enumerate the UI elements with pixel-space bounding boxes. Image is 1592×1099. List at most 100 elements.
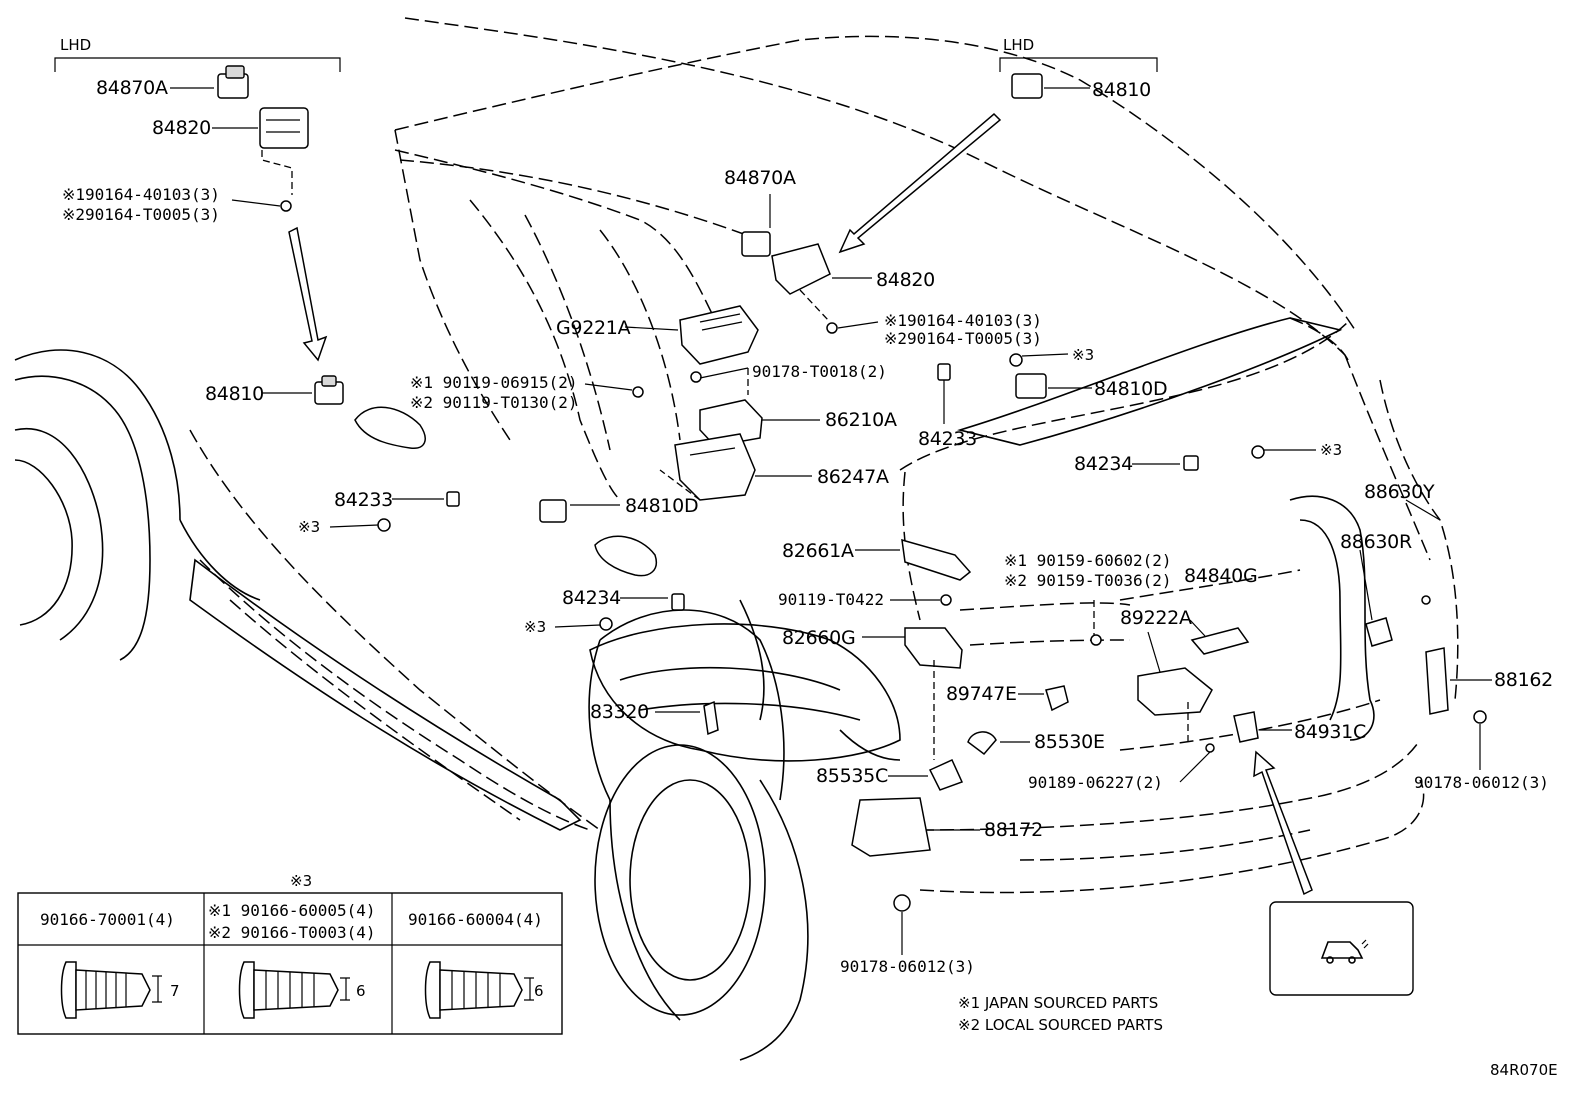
part-84233-right[interactable] <box>937 363 951 381</box>
part-84234-right[interactable] <box>1183 455 1199 471</box>
arrow-to-switch <box>838 112 1002 254</box>
fastener-table: ※3 90166-70001(4) ※1 90166-60005(4) ※2 9… <box>17 872 563 1035</box>
label-84820-mid[interactable]: 84820 <box>876 269 935 291</box>
fastener-3-dim: 6 <box>534 982 544 1000</box>
part-84810D-left[interactable] <box>539 499 567 523</box>
fastener-header-4: 90166-60004(4) <box>408 910 543 929</box>
label-82660G[interactable]: 82660G <box>782 627 856 649</box>
label-84931C[interactable]: 84931C <box>1294 721 1366 743</box>
part-84840G[interactable] <box>1190 627 1250 655</box>
label-90189-06227[interactable]: 90189-06227(2) <box>1028 773 1163 792</box>
label-88162[interactable]: 88162 <box>1494 669 1553 691</box>
part-84820-left[interactable] <box>259 107 309 195</box>
legend: ※1 JAPAN SOURCED PARTS ※2 LOCAL SOURCED … <box>958 994 1163 1034</box>
figure-id: 84R070E <box>1490 1061 1558 1079</box>
part-90178-T0018[interactable] <box>690 371 702 383</box>
part-84820-mid[interactable] <box>771 243 831 321</box>
label-88630R[interactable]: 88630R <box>1340 531 1412 553</box>
part-86210A[interactable] <box>699 399 763 447</box>
part-89747E[interactable] <box>1045 685 1069 712</box>
screw-x3-c[interactable] <box>1009 353 1023 367</box>
label-84820-left[interactable]: 84820 <box>152 117 211 139</box>
label-85530E[interactable]: 85530E <box>1034 731 1105 753</box>
vehicle-body <box>14 17 1459 1061</box>
part-90159-grommet[interactable] <box>1090 634 1102 646</box>
label-84234-right[interactable]: 84234 <box>1074 453 1133 475</box>
part-85530E[interactable] <box>967 731 997 756</box>
part-84931C[interactable] <box>1233 711 1259 743</box>
part-84810-left[interactable] <box>314 375 344 405</box>
fastener-table-title: ※3 <box>290 872 312 890</box>
label-90119-T0130[interactable]: ※2 90119-T0130(2) <box>410 393 578 412</box>
fastener-1-dim: 7 <box>170 982 180 1000</box>
label-90119-T0422[interactable]: 90119-T0422 <box>778 590 884 609</box>
part-90119-06915[interactable] <box>632 386 644 398</box>
vehicle-view-box[interactable] <box>1269 901 1414 996</box>
part-86247A[interactable] <box>674 433 756 501</box>
part-88172[interactable] <box>851 797 931 857</box>
part-82660G[interactable] <box>904 627 963 669</box>
label-90119-06915[interactable]: ※1 90119-06915(2) <box>410 373 578 392</box>
part-82661A[interactable] <box>901 538 972 581</box>
fastener-header-1: 90166-70001(4) <box>40 910 175 929</box>
part-88162[interactable] <box>1425 647 1449 715</box>
screw-left-top[interactable] <box>280 200 292 212</box>
label-85535C[interactable]: 85535C <box>816 765 888 787</box>
label-90178-06012-right[interactable]: 90178-06012(3) <box>1414 773 1549 792</box>
fastener-2-icon: 6 <box>238 961 366 1019</box>
label-G9221A[interactable]: G9221A <box>556 317 631 339</box>
label-x3-c: ※3 <box>1072 346 1094 364</box>
label-88172[interactable]: 88172 <box>984 819 1043 841</box>
part-84234-left[interactable] <box>599 593 685 631</box>
part-84810D-right[interactable] <box>1015 373 1047 399</box>
arrow-up-right <box>1253 750 1313 896</box>
label-82661A[interactable]: 82661A <box>782 540 854 562</box>
label-86247A[interactable]: 86247A <box>817 466 889 488</box>
label-90159-T0036[interactable]: ※2 90159-T0036(2) <box>1004 571 1172 590</box>
label-86210A[interactable]: 86210A <box>825 409 897 431</box>
screw-mid[interactable] <box>826 322 838 334</box>
label-84810-right[interactable]: 84810 <box>1092 79 1151 101</box>
direction-arrows <box>288 112 1313 896</box>
label-88630Y[interactable]: 88630Y <box>1364 481 1435 503</box>
label-note1-a[interactable]: ※190164-40103(3) <box>62 185 220 204</box>
label-84233-right[interactable]: 84233 <box>918 428 977 450</box>
part-89222A[interactable] <box>1137 667 1213 716</box>
part-85535C[interactable] <box>928 759 964 791</box>
lhd-left-label: LHD <box>60 36 91 54</box>
label-84810D-left[interactable]: 84810D <box>625 495 699 517</box>
fastener-3-icon: 6 <box>424 961 544 1019</box>
label-note1-b[interactable]: ※190164-40103(3) <box>884 311 1042 330</box>
part-G9221A[interactable] <box>679 305 759 365</box>
label-89222A[interactable]: 89222A <box>1120 607 1192 629</box>
leader-lines <box>170 87 1492 955</box>
label-84810-left[interactable]: 84810 <box>205 383 264 405</box>
part-84870A-mid[interactable] <box>741 231 771 257</box>
label-90159-60602[interactable]: ※1 90159-60602(2) <box>1004 551 1172 570</box>
label-84233-left[interactable]: 84233 <box>334 489 393 511</box>
part-83320[interactable] <box>703 700 719 736</box>
label-90178-06012-bottom[interactable]: 90178-06012(3) <box>840 957 975 976</box>
part-88630Y[interactable] <box>1421 595 1431 605</box>
label-90178-T0018[interactable]: 90178-T0018(2) <box>752 362 887 381</box>
label-84810D-right[interactable]: 84810D <box>1094 378 1168 400</box>
label-89747E[interactable]: 89747E <box>946 683 1017 705</box>
part-84810-right[interactable] <box>1011 73 1043 99</box>
part-84233-left[interactable] <box>377 491 460 532</box>
part-84870A-left[interactable] <box>217 65 249 99</box>
label-84234-left[interactable]: 84234 <box>562 587 621 609</box>
part-90119-T0422[interactable] <box>940 594 952 606</box>
part-90189[interactable] <box>1205 743 1215 753</box>
screw-x3-d[interactable] <box>1251 445 1265 459</box>
fastener-1-icon: 7 <box>60 961 180 1019</box>
label-84870A-mid[interactable]: 84870A <box>724 167 796 189</box>
label-84840G[interactable]: 84840G <box>1184 565 1258 587</box>
label-note2-b[interactable]: ※290164-T0005(3) <box>884 329 1042 348</box>
label-84870A-left[interactable]: 84870A <box>96 77 168 99</box>
label-83320[interactable]: 83320 <box>590 701 649 723</box>
label-note2-a[interactable]: ※290164-T0005(3) <box>62 205 220 224</box>
part-88630R[interactable] <box>1365 617 1393 647</box>
part-90178-06012-right[interactable] <box>1473 710 1487 724</box>
part-90178-06012-bottom[interactable] <box>893 894 911 912</box>
